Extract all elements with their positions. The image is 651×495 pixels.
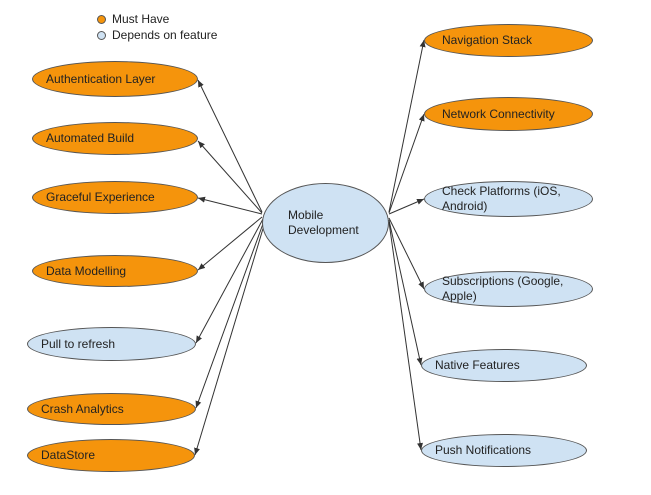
node-automated-build: Automated Build [32,122,198,155]
node-label: Check Platforms (iOS, Android) [442,184,561,213]
node-label: Crash Analytics [41,401,124,416]
legend-item-depends: Depends on feature [97,28,217,42]
edge-authentication-layer [197,79,263,213]
node-authentication-layer: Authentication Layer [32,61,198,97]
must-have-swatch-icon [97,14,106,24]
legend-label-depends: Depends on feature [112,28,218,42]
node-label: Navigation Stack [442,33,533,47]
node-label: Network Connectivity [442,106,555,121]
edge-data-modelling [197,216,263,271]
edge-graceful-experience [197,196,263,215]
edge-network-connectivity [388,113,425,214]
node-check-platforms: Check Platforms (iOS, Android) [424,181,593,217]
edge-native-features [388,219,423,366]
node-label: Subscriptions (Google, Apple) [442,274,564,303]
legend-label-must-have: Must Have [112,12,170,26]
edge-navigation-stack [388,39,426,213]
node-subscriptions: Subscriptions (Google, Apple) [424,271,593,307]
node-network-connectivity: Network Connectivity [424,97,593,131]
node-label: Graceful Experience [46,190,155,204]
depends-swatch-icon [97,30,106,40]
node-label: Native Features [435,358,520,372]
legend-item-must-have: Must Have [97,12,169,26]
node-label: Authentication Layer [46,71,156,86]
node-label: Push Notifications [435,443,532,457]
node-push-notifications: Push Notifications [421,434,587,467]
edge-automated-build [197,140,263,214]
node-label: Pull to refresh [41,336,116,351]
node-datastore: DataStore [27,439,195,472]
node-crash-analytics: Crash Analytics [27,393,196,425]
node-navigation-stack: Navigation Stack [424,24,593,57]
node-data-modelling: Data Modelling [32,255,198,287]
edge-subscriptions [388,217,425,290]
center-node-mobile-development: Mobile Development [262,183,389,263]
center-node-label: Mobile Development [288,208,359,237]
node-native-features: Native Features [421,349,587,382]
node-label: Data Modelling [46,263,127,278]
edge-push-notifications [388,221,423,451]
node-graceful-experience: Graceful Experience [32,181,198,214]
edge-crash-analytics [195,220,265,409]
node-pull-to-refresh: Pull to refresh [27,327,196,361]
edge-pull-to-refresh [195,218,264,344]
edge-check-platforms [388,198,425,215]
node-label: Automated Build [46,131,135,145]
node-label: DataStore [41,448,96,462]
edge-datastore [194,221,266,456]
